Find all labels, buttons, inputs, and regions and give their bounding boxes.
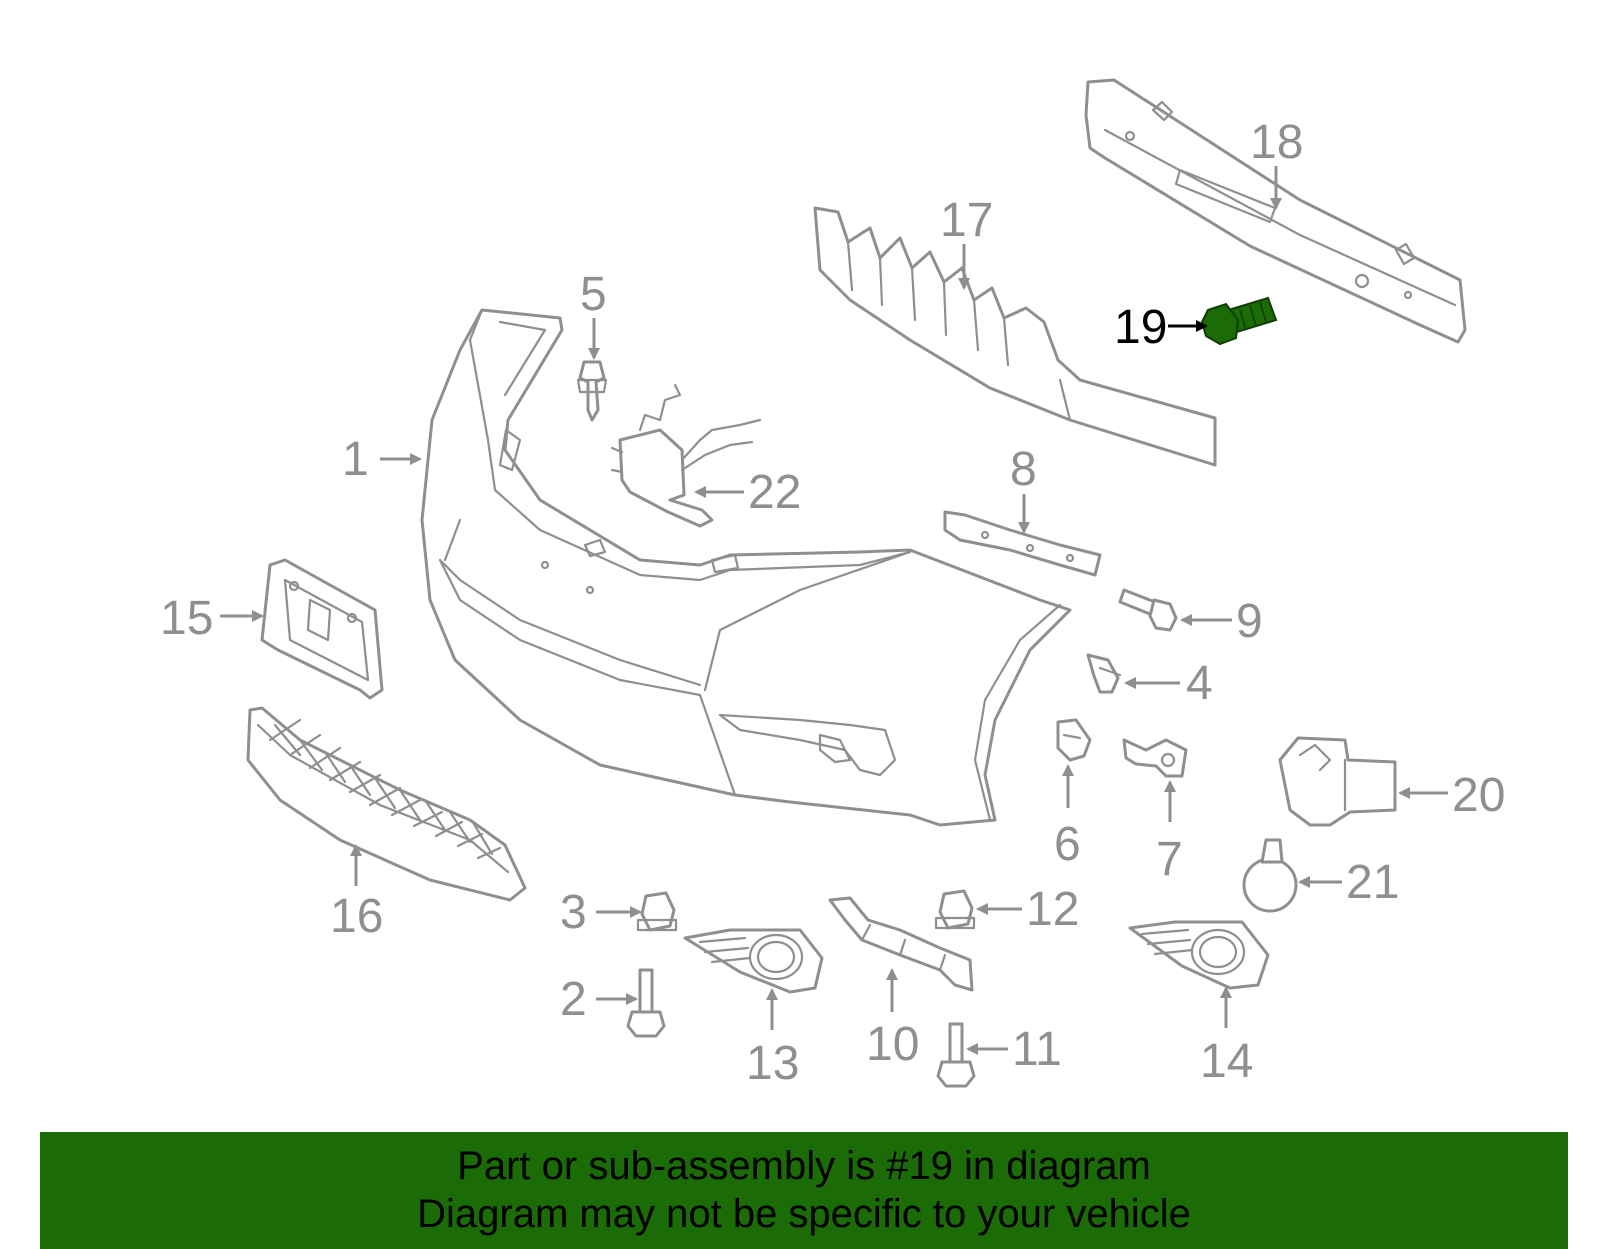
svg-text:3: 3 bbox=[560, 886, 587, 939]
callout-2: 2 bbox=[560, 973, 638, 1026]
part-8-bracket[interactable] bbox=[943, 510, 1102, 577]
svg-text:21: 21 bbox=[1346, 856, 1399, 909]
svg-text:12: 12 bbox=[1026, 883, 1079, 936]
svg-text:5: 5 bbox=[580, 268, 607, 321]
callout-5: 5 bbox=[580, 268, 607, 360]
callout-11: 11 bbox=[966, 1023, 1062, 1076]
part-18-reinforcement-bar[interactable] bbox=[1084, 78, 1467, 344]
svg-text:11: 11 bbox=[1012, 1023, 1062, 1076]
svg-text:4: 4 bbox=[1186, 657, 1213, 710]
callout-3: 3 bbox=[560, 886, 642, 939]
callout-15: 15 bbox=[160, 592, 264, 645]
callout-17: 17 bbox=[940, 194, 993, 290]
part-12-nut-clip[interactable] bbox=[934, 889, 976, 930]
callout-10: 10 bbox=[866, 968, 919, 1071]
svg-text:2: 2 bbox=[560, 973, 587, 1026]
svg-text:15: 15 bbox=[160, 592, 213, 645]
svg-text:18: 18 bbox=[1250, 116, 1303, 169]
part-21-sensor[interactable] bbox=[1242, 838, 1298, 913]
banner-line-disclaimer: Diagram may not be specific to your vehi… bbox=[417, 1192, 1191, 1236]
svg-text:10: 10 bbox=[866, 1018, 919, 1071]
part-3-nut-clip[interactable] bbox=[636, 891, 678, 932]
callout-6: 6 bbox=[1054, 764, 1081, 871]
part-14-fog-lamp-cover[interactable] bbox=[1128, 920, 1270, 990]
callout-12: 12 bbox=[976, 883, 1079, 936]
part-16-lower-grille[interactable] bbox=[246, 706, 527, 902]
banner-line-part: Part or sub-assembly is #19 in diagram bbox=[457, 1144, 1151, 1188]
part-5-clip[interactable] bbox=[576, 360, 608, 422]
callout-20: 20 bbox=[1398, 769, 1505, 822]
callout-21: 21 bbox=[1298, 856, 1399, 909]
part-7-clip[interactable] bbox=[1122, 738, 1188, 778]
part-9-bolt[interactable] bbox=[1118, 588, 1178, 632]
parts-diagram: 1 2 3 4 5 6 7 8 9 10 11 12 bbox=[160, 78, 1505, 1090]
svg-text:14: 14 bbox=[1200, 1035, 1253, 1088]
callout-22: 22 bbox=[694, 466, 801, 519]
part-10-bracket[interactable] bbox=[828, 896, 974, 992]
part-2-bolt[interactable] bbox=[626, 968, 666, 1038]
svg-text:20: 20 bbox=[1452, 769, 1505, 822]
part-4-clip[interactable] bbox=[1086, 653, 1122, 694]
part-1-bumper-cover[interactable] bbox=[420, 308, 1072, 827]
part-15-license-bracket[interactable] bbox=[260, 558, 384, 700]
svg-text:1: 1 bbox=[342, 433, 369, 486]
callout-13: 13 bbox=[746, 988, 799, 1090]
callout-9: 9 bbox=[1180, 595, 1263, 648]
callout-19: 19 bbox=[1114, 301, 1208, 354]
part-11-bolt[interactable] bbox=[936, 1022, 976, 1088]
part-17-energy-absorber[interactable] bbox=[813, 206, 1217, 467]
svg-text:13: 13 bbox=[746, 1037, 799, 1090]
part-22-sensor-bracket[interactable] bbox=[610, 383, 762, 528]
info-banner: Part or sub-assembly is #19 in diagram D… bbox=[40, 1132, 1568, 1249]
svg-text:8: 8 bbox=[1010, 443, 1037, 496]
callout-8: 8 bbox=[1010, 443, 1037, 534]
callout-14: 14 bbox=[1200, 986, 1253, 1088]
part-13-fog-lamp-cover[interactable] bbox=[683, 928, 824, 994]
svg-text:9: 9 bbox=[1236, 595, 1263, 648]
svg-text:19: 19 bbox=[1114, 301, 1167, 354]
callout-16: 16 bbox=[330, 844, 383, 943]
part-20-sensor-housing[interactable] bbox=[1278, 736, 1397, 827]
callout-4: 4 bbox=[1124, 657, 1213, 710]
svg-text:7: 7 bbox=[1156, 833, 1183, 886]
svg-text:6: 6 bbox=[1054, 818, 1081, 871]
callout-18: 18 bbox=[1250, 116, 1303, 210]
part-6-retainer[interactable] bbox=[1056, 718, 1092, 762]
svg-text:17: 17 bbox=[940, 194, 993, 247]
svg-text:22: 22 bbox=[748, 466, 801, 519]
callout-1: 1 bbox=[342, 433, 422, 486]
part-19-bolt[interactable] bbox=[1200, 296, 1278, 346]
svg-text:16: 16 bbox=[330, 890, 383, 943]
callout-7: 7 bbox=[1156, 780, 1183, 886]
